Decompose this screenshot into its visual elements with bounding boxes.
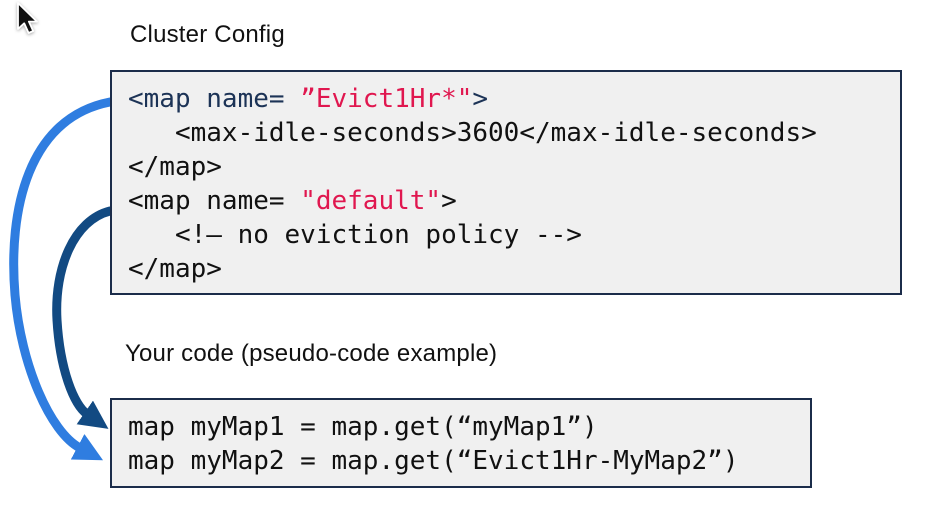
config-line-map-end-1: </map> [128,152,222,182]
code-line-mymap1: map myMap1 = map.get(“myMap1”) [128,412,598,442]
config-line-map-evict: <map name= ”Evict1Hr*"> [128,82,884,116]
xml-tag-open: <map name= [128,84,301,114]
xml-tag-close: > [441,186,457,216]
mouse-cursor-icon [17,2,38,34]
xml-tag-open: <map name= [128,186,301,216]
your-code-label: Your code (pseudo-code example) [125,340,498,367]
xml-attr-value-default: "default" [300,186,442,216]
config-line-map-end-2: </map> [128,254,222,284]
code-line-mymap2: map myMap2 = map.get(“Evict1Hr-MyMap2”) [128,446,739,476]
cluster-config-box: <map name= ”Evict1Hr*"> <max-idle-second… [110,70,902,295]
config-line-map-default: <map name= "default"> [128,184,884,218]
your-code-box: map myMap1 = map.get(“myMap1”) map myMap… [110,398,812,488]
xml-attr-value-evict: ”Evict1Hr*" [300,84,473,114]
arrow-default-config-to-mymap1 [52,206,115,429]
xml-tag-close: > [472,84,489,114]
config-line-max-idle: <max-idle-seconds>3600</max-idle-seconds… [128,118,817,148]
config-line-comment: <!– no eviction policy --> [128,220,582,250]
cluster-config-title: Cluster Config [130,21,285,48]
arrow-evict-config-to-mymap2 [9,97,115,461]
